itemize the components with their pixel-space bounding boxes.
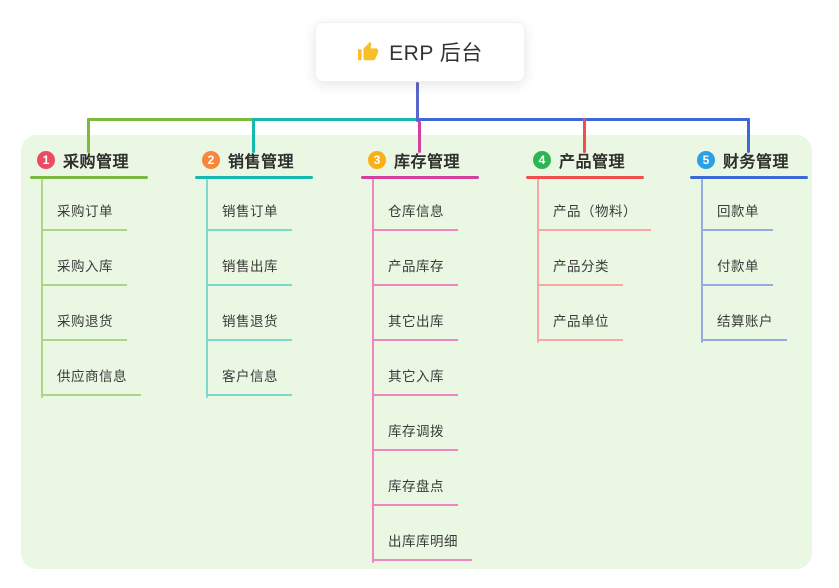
connector-h-branch-1	[87, 118, 255, 121]
connector-drop-branch-3	[418, 121, 421, 153]
child-node[interactable]: 产品分类	[537, 258, 623, 286]
branch-label: 财务管理	[723, 154, 790, 171]
child-node[interactable]: 结算账户	[701, 313, 787, 341]
branch-underline-3	[361, 176, 479, 179]
child-label: 销售出库	[222, 259, 278, 274]
branch-node-3[interactable]: 3 库存管理	[368, 147, 460, 173]
child-node[interactable]: 库存调拨	[372, 423, 458, 451]
branch-underline-5	[690, 176, 808, 179]
branch-node-1[interactable]: 1 采购管理	[37, 147, 129, 173]
child-label: 其它入库	[388, 369, 444, 384]
branch-label: 库存管理	[394, 154, 461, 171]
branch-node-5[interactable]: 5 财务管理	[697, 147, 789, 173]
branches-panel	[21, 135, 812, 569]
child-node[interactable]: 采购退货	[41, 313, 127, 341]
child-node[interactable]: 产品单位	[537, 313, 623, 341]
child-label: 客户信息	[222, 369, 278, 384]
branch-badge-4: 4	[533, 151, 551, 169]
child-label: 库存盘点	[388, 479, 444, 494]
child-node[interactable]: 仓库信息	[372, 203, 458, 231]
connector-drop-branch-4	[583, 118, 586, 153]
child-label: 销售退货	[222, 314, 278, 329]
child-node[interactable]: 出库库明细	[372, 533, 472, 561]
child-node[interactable]: 其它入库	[372, 368, 458, 396]
child-node[interactable]: 付款单	[701, 258, 773, 286]
root-node-erp[interactable]: ERP 后台	[315, 22, 525, 82]
child-node[interactable]: 采购订单	[41, 203, 127, 231]
child-node[interactable]: 回款单	[701, 203, 773, 231]
child-label: 库存调拨	[388, 424, 444, 439]
child-label: 出库库明细	[388, 534, 458, 549]
connector-drop-branch-5	[747, 118, 750, 153]
connector-h-branch-2	[252, 118, 418, 121]
child-label: 产品单位	[553, 314, 609, 329]
branch-badge-5: 5	[697, 151, 715, 169]
branch-node-4[interactable]: 4 产品管理	[533, 147, 625, 173]
child-node[interactable]: 采购入库	[41, 258, 127, 286]
branch-badge-3: 3	[368, 151, 386, 169]
child-node[interactable]: 产品（物料）	[537, 203, 651, 231]
branch-label: 采购管理	[63, 154, 130, 171]
child-node[interactable]: 销售出库	[206, 258, 292, 286]
branch-child-vline-4	[537, 179, 539, 343]
child-node[interactable]: 产品库存	[372, 258, 458, 286]
branch-label: 销售管理	[228, 154, 295, 171]
child-label: 销售订单	[222, 204, 278, 219]
child-node[interactable]: 库存盘点	[372, 478, 458, 506]
child-label: 仓库信息	[388, 204, 444, 219]
branch-child-vline-1	[41, 179, 43, 398]
child-label: 供应商信息	[57, 369, 127, 384]
root-title: ERP 后台	[389, 42, 483, 65]
branch-badge-2: 2	[202, 151, 220, 169]
connector-root-vertical	[416, 82, 419, 122]
child-label: 产品分类	[553, 259, 609, 274]
branch-underline-2	[195, 176, 313, 179]
branch-child-vline-5	[701, 179, 703, 343]
thumbs-up-icon	[358, 41, 379, 61]
connector-drop-branch-2	[252, 118, 255, 153]
child-label: 采购入库	[57, 259, 113, 274]
child-label: 其它出库	[388, 314, 444, 329]
child-label: 产品（物料）	[553, 204, 637, 219]
child-node[interactable]: 销售退货	[206, 313, 292, 341]
child-label: 付款单	[717, 259, 759, 274]
branch-label: 产品管理	[559, 154, 626, 171]
connector-drop-branch-1	[87, 118, 90, 153]
child-label: 采购订单	[57, 204, 113, 219]
child-label: 结算账户	[717, 314, 773, 329]
branch-node-2[interactable]: 2 销售管理	[202, 147, 294, 173]
branch-badge-1: 1	[37, 151, 55, 169]
child-node[interactable]: 其它出库	[372, 313, 458, 341]
child-node[interactable]: 销售订单	[206, 203, 292, 231]
branch-underline-4	[526, 176, 644, 179]
child-label: 采购退货	[57, 314, 113, 329]
branch-underline-1	[30, 176, 148, 179]
child-label: 回款单	[717, 204, 759, 219]
child-node[interactable]: 供应商信息	[41, 368, 141, 396]
branch-child-vline-3	[372, 179, 374, 563]
child-label: 产品库存	[388, 259, 444, 274]
child-node[interactable]: 客户信息	[206, 368, 292, 396]
branch-child-vline-2	[206, 179, 208, 398]
